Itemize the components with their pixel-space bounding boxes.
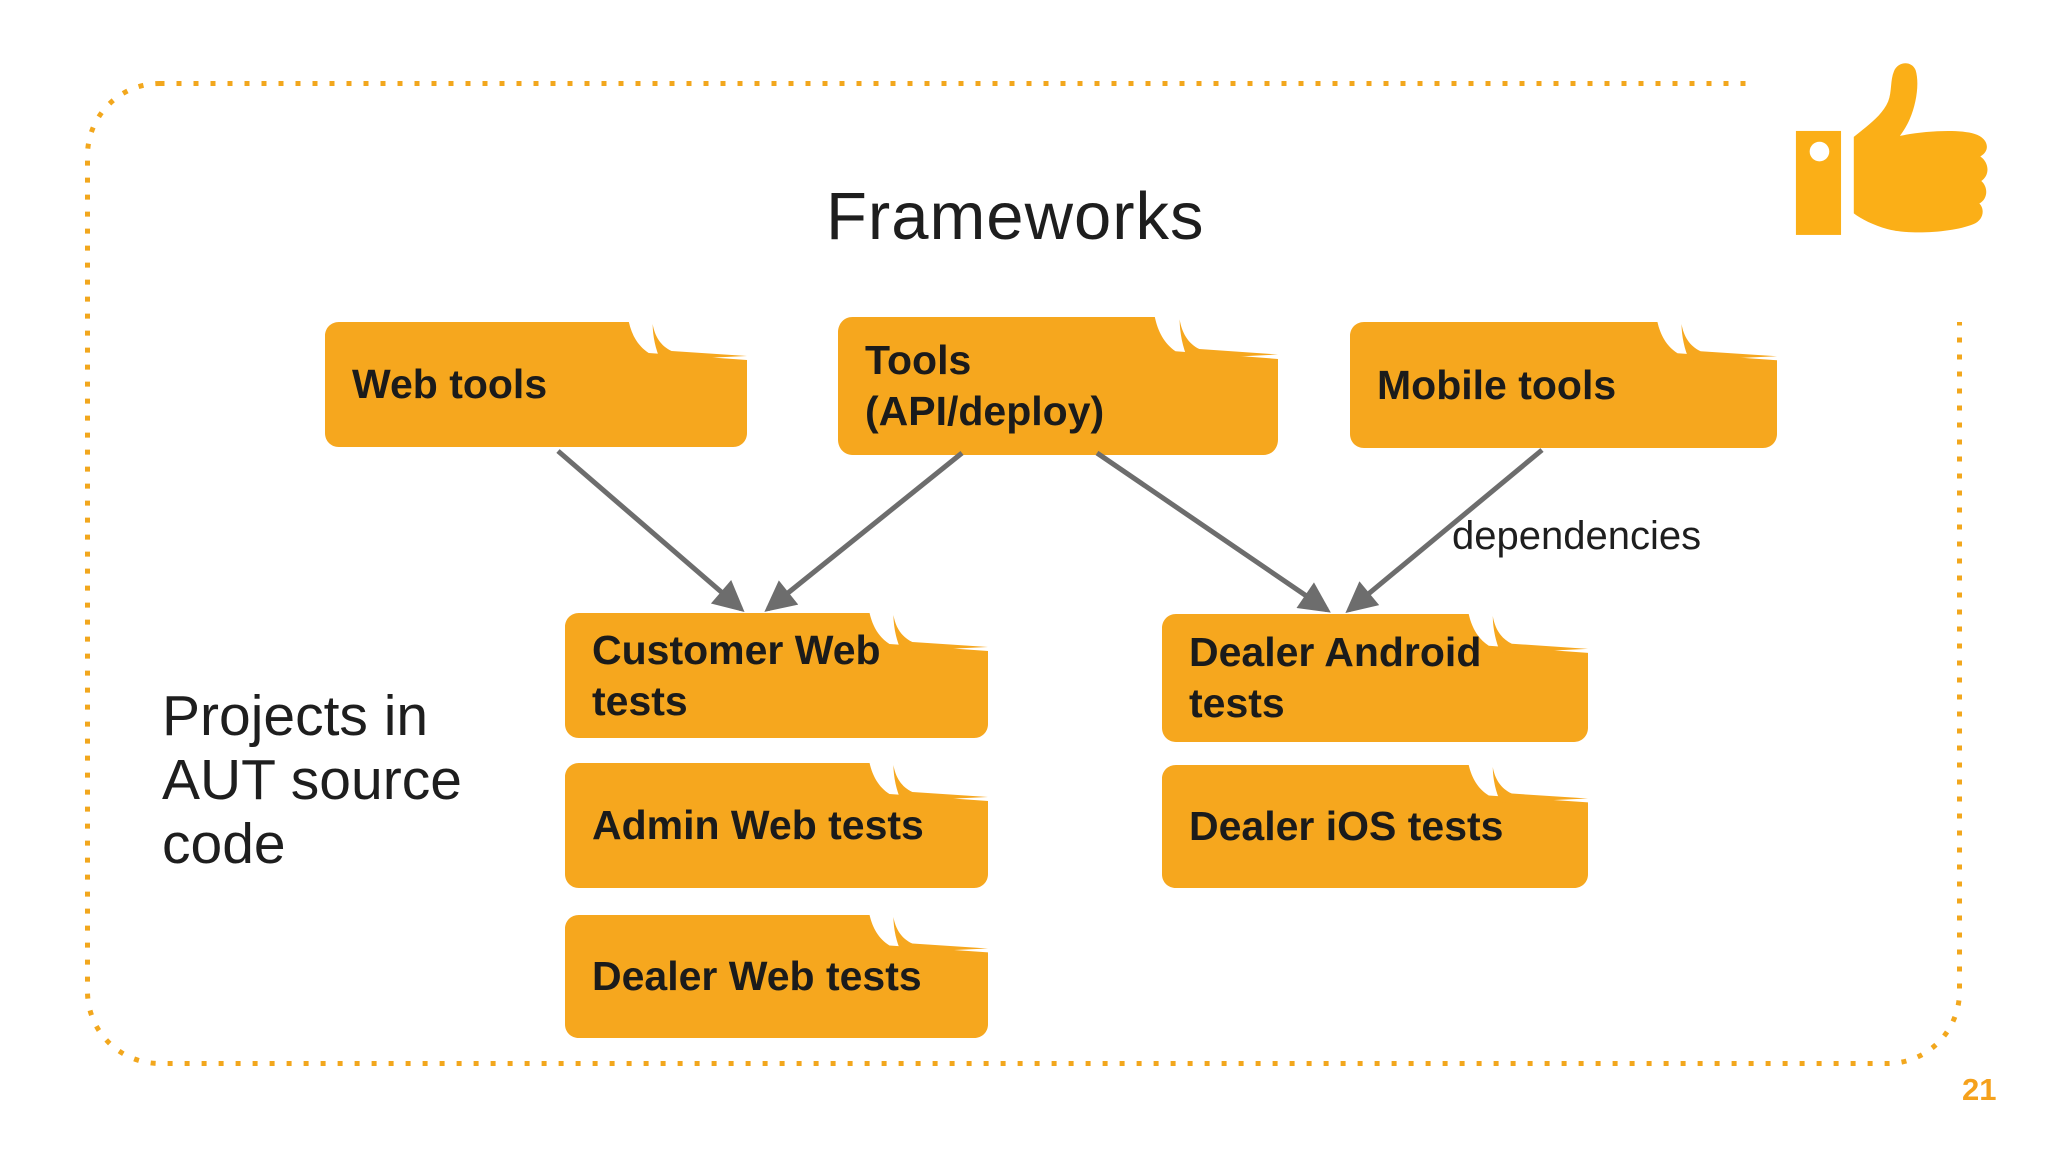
node-dealer-web-tests: Dealer Web tests bbox=[565, 915, 988, 1038]
cuff-button-dot bbox=[1809, 141, 1830, 162]
node-label-customer-web-tests: Customer Web tests bbox=[592, 626, 881, 724]
node-label-dealer-ios-tests: Dealer iOS tests bbox=[1189, 803, 1504, 849]
node-web-tools: Web tools bbox=[325, 322, 747, 447]
node-label-dealer-android-tests: Dealer Android tests bbox=[1189, 629, 1482, 726]
folded-note-shape bbox=[565, 613, 988, 738]
page-number: 21 bbox=[1962, 1072, 1997, 1107]
slide-title: Frameworks bbox=[826, 179, 1205, 254]
folded-note-shape bbox=[1162, 614, 1588, 742]
node-tools-api-deploy: Tools (API/deploy) bbox=[838, 317, 1278, 455]
node-label-mobile-tools: Mobile tools bbox=[1377, 361, 1617, 408]
folded-note-shape bbox=[1162, 765, 1588, 888]
node-dealer-ios-tests: Dealer iOS tests bbox=[1162, 765, 1588, 888]
folded-note-shape bbox=[1350, 322, 1777, 448]
folded-note-shape bbox=[325, 322, 747, 447]
dependencies-label: dependencies bbox=[1452, 514, 1702, 558]
node-admin-web-tests: Admin Web tests bbox=[565, 763, 988, 888]
thumbs-up-icon bbox=[1795, 63, 1988, 235]
node-customer-web-tests: Customer Web tests bbox=[565, 613, 988, 738]
folded-note-shape bbox=[838, 317, 1278, 455]
folded-note-shape bbox=[565, 915, 988, 1038]
projects-side-label: Projects in AUT source code bbox=[162, 684, 462, 876]
node-label-web-tools: Web tools bbox=[352, 361, 548, 407]
node-label-dealer-web-tests: Dealer Web tests bbox=[592, 953, 922, 999]
node-label-tools-api-deploy: Tools (API/deploy) bbox=[865, 337, 1105, 434]
node-label-admin-web-tests: Admin Web tests bbox=[592, 802, 924, 848]
node-dealer-android-tests: Dealer Android tests bbox=[1162, 614, 1588, 742]
node-mobile-tools: Mobile tools bbox=[1350, 322, 1777, 448]
folded-note-shape bbox=[565, 763, 988, 888]
